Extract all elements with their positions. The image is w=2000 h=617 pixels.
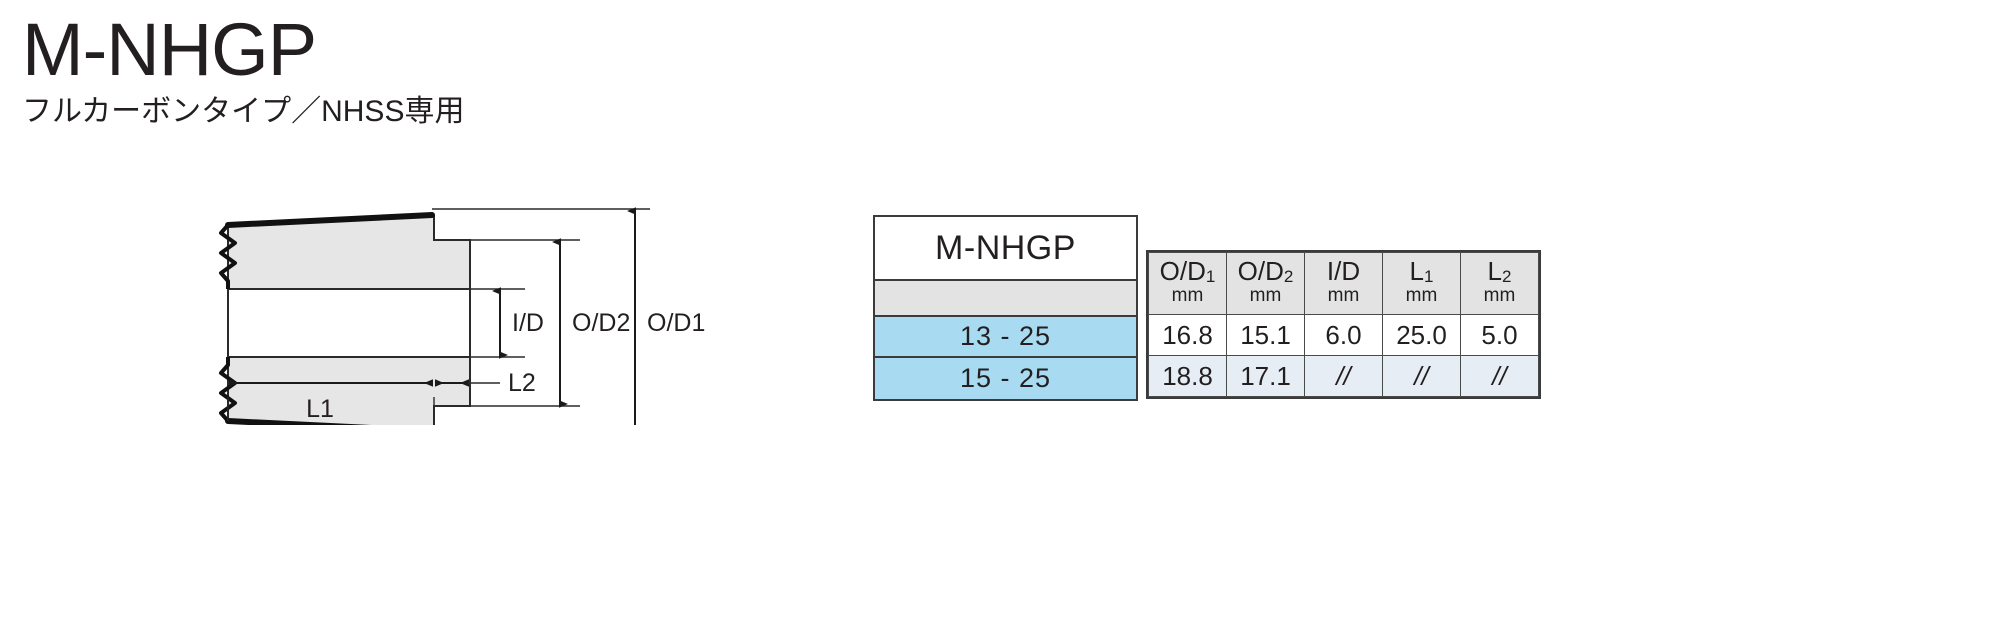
ferrule-cross-section-svg: I/D O/D2 O/D1 L1 L2: [219, 207, 705, 439]
dim-label-od1: O/D1: [647, 309, 705, 337]
cell-r1-od1: 18.8: [1148, 355, 1227, 397]
cell-r0-l2: 5.0: [1460, 314, 1539, 356]
bore-channel: [227, 288, 471, 358]
dim-label-id: I/D: [512, 309, 544, 337]
cell-r0-id: 6.0: [1304, 314, 1383, 356]
title-block: M-NHGP フルカーボンタイプ／NHSS専用: [22, 8, 465, 128]
cell-r0-l1: 25.0: [1382, 314, 1461, 356]
cell-r1-l2: //: [1460, 355, 1539, 397]
col-header-l2: L2 mm: [1460, 252, 1539, 315]
page-subtitle: フルカーボンタイプ／NHSS専用: [22, 94, 465, 128]
break-line-lower-left: [219, 357, 237, 423]
cell-r1-od2: 17.1: [1226, 355, 1305, 397]
cell-r0-od1: 16.8: [1148, 314, 1227, 356]
dim-label-l1: L1: [306, 395, 334, 423]
technical-drawing: I/D O/D2 O/D1 L1 L2: [180, 185, 800, 439]
cell-r0-od2: 15.1: [1226, 314, 1305, 356]
spec-table: M-NHGP 13 - 25 15 - 25 O/D1 mm O/D2 mm I…: [873, 215, 1541, 401]
size-name-panel: M-NHGP 13 - 25 15 - 25: [873, 215, 1138, 401]
table-row: 16.8 15.1 6.0 25.0 5.0: [1148, 314, 1539, 356]
cell-r1-l1: //: [1382, 355, 1461, 397]
spec-values-table: O/D1 mm O/D2 mm I/D mm L1 mm: [1148, 252, 1539, 397]
size-cell-row-0: 13 - 25: [875, 317, 1136, 358]
body-upper-wall: [227, 215, 471, 290]
page-title: M-NHGP: [22, 8, 317, 91]
top-chamfer-edge: [225, 212, 435, 228]
col-header-od1: O/D1 mm: [1148, 252, 1227, 315]
col-header-od2: O/D2 mm: [1226, 252, 1305, 315]
col-header-l1: L1 mm: [1382, 252, 1461, 315]
cell-r1-id: //: [1304, 355, 1383, 397]
col-header-id: I/D mm: [1304, 252, 1383, 315]
size-cell-row-1: 15 - 25: [875, 358, 1136, 399]
dim-label-l2: L2: [508, 369, 536, 397]
values-panel: O/D1 mm O/D2 mm I/D mm L1 mm: [1146, 250, 1541, 399]
size-column-subheader: [875, 281, 1136, 317]
spec-table-product-name: M-NHGP: [875, 217, 1136, 281]
dim-label-od2: O/D2: [572, 309, 630, 337]
break-line-upper-left: [219, 223, 237, 289]
table-row: 18.8 17.1 // // //: [1148, 355, 1539, 397]
table-header-row: O/D1 mm O/D2 mm I/D mm L1 mm: [1148, 252, 1539, 315]
